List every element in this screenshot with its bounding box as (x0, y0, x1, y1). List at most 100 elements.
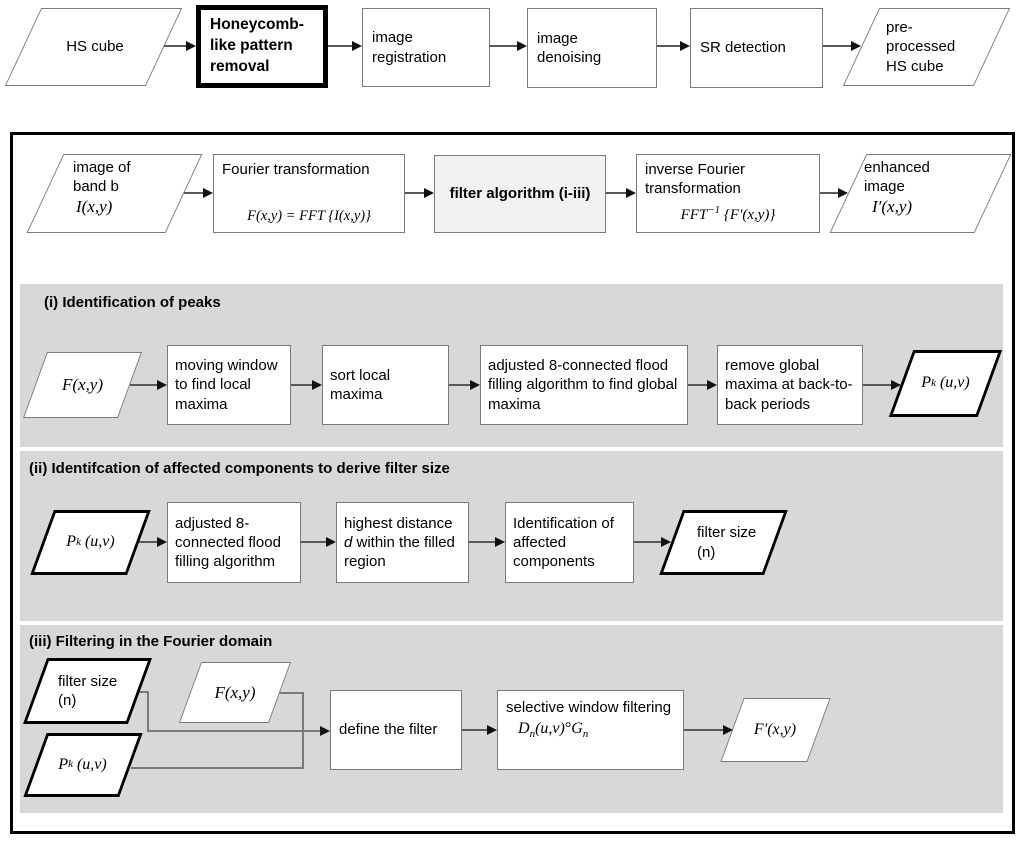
pk-sub: k (76, 535, 81, 548)
filter-algorithm-box: filter algorithm (i-iii) (434, 155, 606, 233)
sort-maxima-label: sort local maxima (330, 366, 391, 403)
pk-sub: k (931, 376, 936, 389)
flood-fill-global-label: adjusted 8-connected flood filling algor… (488, 357, 678, 413)
arrow-head (186, 41, 196, 51)
arrow-line (130, 384, 158, 386)
moving-window-label: moving window to find local maxima (175, 357, 278, 413)
distance-pre: highest distance (344, 514, 453, 532)
image-registration-box: image registration (362, 8, 490, 87)
band-image-label: image of band b (73, 159, 131, 196)
arrow-line (684, 729, 724, 731)
arrow-head (495, 537, 505, 547)
arrow-line (462, 729, 488, 731)
distance-post: within the filled region (344, 533, 455, 571)
enhanced-image-label: enhanced image (864, 159, 930, 196)
connector-line (147, 691, 149, 731)
hs-cube-label: HS cube (66, 38, 124, 56)
remove-maxima-box: remove global maxima at back-to-back per… (717, 345, 863, 425)
selective-filtering-label: selective window filtering (506, 699, 672, 716)
arrow-line (469, 541, 496, 543)
enhanced-image-formula: I′(x,y) (872, 197, 913, 216)
arrow-line (164, 45, 188, 47)
highest-distance-label: highest distance d within the filled reg… (344, 514, 460, 571)
arrow-head (707, 380, 717, 390)
pk-args: (u,v) (935, 374, 970, 392)
arrow-line (820, 192, 839, 194)
arrow-head (352, 41, 362, 51)
inverse-fourier-label: inverse Fourier transformation (645, 161, 746, 198)
arrow-line (328, 45, 353, 47)
pk-args: (u,v) (80, 533, 115, 551)
arrow-line (139, 541, 158, 543)
arrow-head (838, 188, 848, 198)
detail-outer-box (10, 132, 1015, 834)
arrow-head (851, 41, 861, 51)
formula-d-sub: n (529, 728, 536, 741)
filter-size-input-label: filter size (n) (58, 672, 118, 709)
honeycomb-removal-label: Honeycomb-like pattern removal (210, 16, 304, 75)
flood-fill-global-box: adjusted 8-connected flood filling algor… (480, 345, 688, 425)
remove-maxima-label: remove global maxima at back-to-back per… (725, 357, 853, 413)
filter-size-output-label: filter size (n) (697, 524, 757, 561)
selective-filtering-box: selective window filtering Dn(u,v)°Gn (497, 690, 684, 770)
honeycomb-removal-box: Honeycomb-like pattern removal (196, 5, 328, 88)
arrow-head (626, 188, 636, 198)
formula-args: (u,v) (535, 720, 565, 738)
band-image-formula: I(x,y) (76, 197, 113, 216)
pk-sub: k (68, 758, 73, 771)
image-registration-label: image registration (372, 29, 447, 66)
connector-line (138, 691, 149, 693)
arrow-head (470, 380, 480, 390)
pk-args: (u,v) (72, 755, 107, 773)
arrow-head (891, 380, 901, 390)
distance-var: d (344, 533, 353, 551)
image-denoising-label: image denoising (537, 29, 602, 66)
arrow-head (661, 537, 671, 547)
connector-line (147, 730, 321, 732)
f-output-formula: F′(x,y) (753, 720, 797, 738)
f-input-formula: F(x,y) (61, 375, 104, 395)
sort-maxima-box: sort local maxima (322, 345, 449, 425)
arrow-head (203, 188, 213, 198)
section-iii-title: (iii) Filtering in the Fourier domain (29, 633, 273, 650)
arrow-head (424, 188, 434, 198)
section-i-title: (i) Identification of peaks (44, 294, 221, 311)
formula-g-sub: n (582, 728, 589, 741)
inverse-formula-sup: −1 (707, 203, 721, 216)
arrow-line (863, 384, 892, 386)
fourier-formula: F(x,y) = FFT {I(x,y)} (247, 207, 371, 224)
flood-fill-box-ii: adjusted 8-connected flood filling algor… (167, 502, 301, 583)
inverse-fourier-box: inverse Fourier transformation FFT−1 {F′… (636, 154, 820, 233)
identification-box: Identification of affected components (505, 502, 634, 583)
identification-label: Identification of affected components (513, 514, 614, 571)
fourier-label: Fourier transformation (222, 161, 370, 178)
inverse-formula-base: FFT (680, 206, 708, 223)
preprocessed-hs-cube-label: pre-processed HS cube (886, 19, 956, 75)
arrow-head (680, 41, 690, 51)
f-mid-formula: F(x,y) (214, 682, 256, 702)
sr-detection-label: SR detection (700, 39, 786, 57)
arrow-line (184, 192, 204, 194)
moving-window-box: moving window to find local maxima (167, 345, 291, 425)
filter-algorithm-label: filter algorithm (i-iii) (449, 185, 591, 203)
arrow-head (487, 725, 497, 735)
image-denoising-box: image denoising (527, 8, 657, 88)
arrow-head (326, 537, 336, 547)
fourier-box: Fourier transformation F(x,y) = FFT {I(x… (213, 154, 405, 233)
arrow-head (723, 725, 733, 735)
formula-d: D (518, 720, 530, 738)
flood-fill-label-ii: adjusted 8-connected flood filling algor… (175, 514, 281, 571)
arrow-head (157, 537, 167, 547)
arrow-head (320, 726, 330, 736)
arrow-line (688, 384, 708, 386)
arrow-head (157, 380, 167, 390)
define-filter-label: define the filter (339, 721, 438, 739)
connector-line (131, 767, 304, 769)
arrow-head (517, 41, 527, 51)
sr-detection-box: SR detection (690, 8, 823, 88)
connector-line (302, 692, 304, 769)
arrow-line (405, 192, 425, 194)
